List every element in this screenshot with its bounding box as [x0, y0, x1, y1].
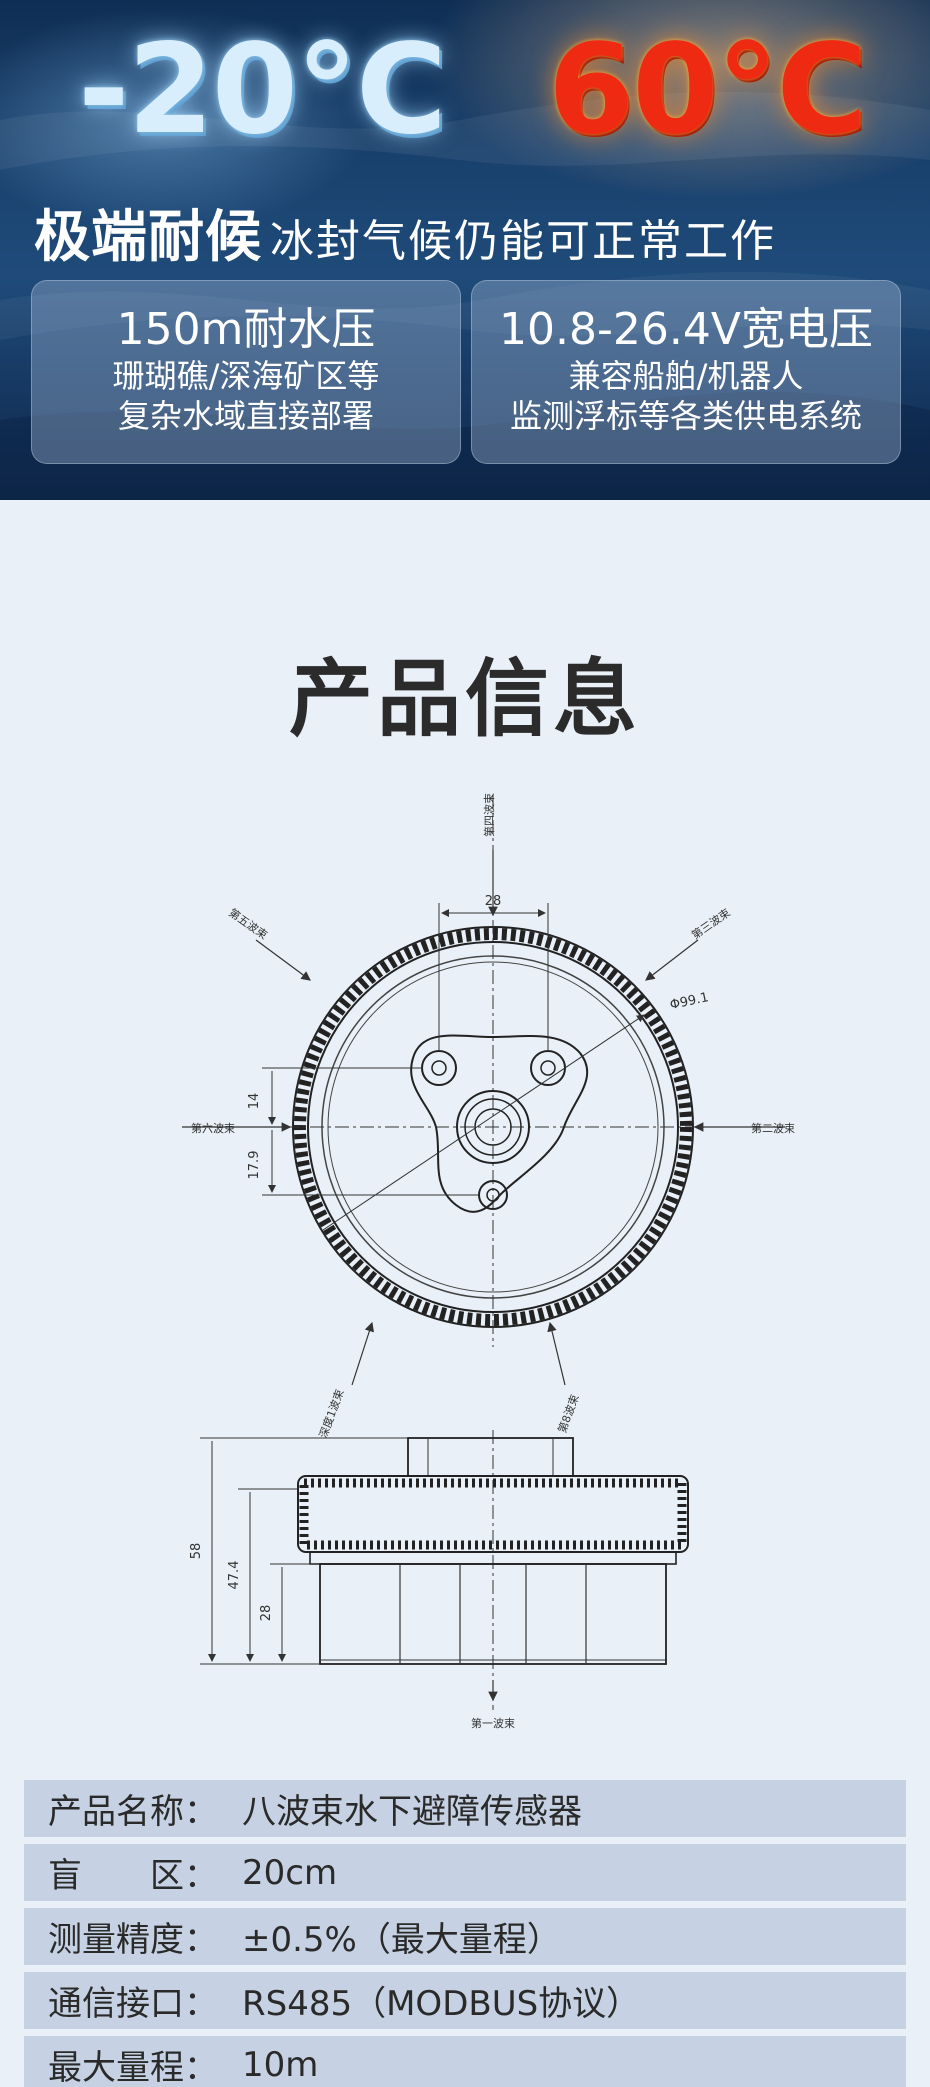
- spec-value: RS485（MODBUS协议）: [242, 1984, 641, 2024]
- spec-row-product-name: 产品名称： 八波束水下避障传感器: [24, 1780, 906, 1837]
- card-title: 150m耐水压: [116, 304, 376, 355]
- spec-value: 八波束水下避障传感器: [242, 1792, 582, 1832]
- spec-table: 产品名称： 八波束水下避障传感器 盲 区： 20cm 测量精度： ±0.5%（最…: [24, 1780, 906, 2087]
- spec-row-interface: 通信接口： RS485（MODBUS协议）: [24, 1972, 906, 2029]
- water-pressure-card: 150m耐水压 珊瑚礁/深海矿区等 复杂水域直接部署: [31, 280, 461, 464]
- high-temperature-text: 60°C: [548, 18, 868, 162]
- dim-28-label: 28: [259, 1605, 274, 1622]
- headline-strong: 极端耐候: [34, 205, 262, 270]
- card-line: 复杂水域直接部署: [117, 396, 374, 435]
- spec-label: 测量精度：: [48, 1920, 218, 1960]
- spec-row-max-range: 最大量程： 10m: [24, 2036, 906, 2087]
- knurled-body: [299, 1478, 687, 1550]
- card-line: 珊瑚礁/深海矿区等: [112, 356, 380, 395]
- spec-label: 最大量程：: [48, 2048, 218, 2087]
- dim-58-label: 58: [189, 1543, 204, 1560]
- weather-headline: 极端耐候冰封气候仍能可正常工作: [34, 192, 776, 273]
- beam-label-1: 第一波束: [471, 1716, 515, 1730]
- dim-diameter-label: Φ99.1: [669, 990, 710, 1013]
- spec-value: 10m: [242, 2044, 319, 2085]
- beam-label-2: 第二波束: [751, 1121, 795, 1135]
- headline-weak: 冰封气候仍能可正常工作: [270, 216, 776, 267]
- dim-47-4-label: 47.4: [227, 1561, 242, 1590]
- spec-label: 通信接口：: [48, 1984, 218, 2024]
- beam-label-6: 第六波束: [191, 1121, 235, 1135]
- spec-row-blind-zone: 盲 区： 20cm: [24, 1844, 906, 1901]
- section-title: 产品信息: [288, 650, 641, 748]
- ocean-background: [0, 91, 930, 500]
- hero-banner: -20°C 60°C 极端耐候冰封气候仍能可正常工作 150m耐水压 珊瑚礁/深…: [0, 0, 930, 500]
- beam-label-8: 第8波束: [555, 1392, 582, 1434]
- spec-label: 产品名称：: [48, 1792, 218, 1832]
- card-line: 兼容船舶/机器人: [568, 356, 804, 395]
- dim-17-9-label: 17.9: [247, 1151, 262, 1180]
- card-title: 10.8-26.4V宽电压: [499, 304, 873, 355]
- side-view: 58 47.4 28 第一波束: [189, 1430, 689, 1730]
- spec-value: ±0.5%（最大量程）: [242, 1920, 561, 1960]
- low-temperature-text: -20°C: [78, 18, 447, 162]
- top-view: 28 Φ99.1 14 17.9 第四波束 第六波束 第二波束 第五波束 第三波…: [182, 793, 795, 1440]
- technical-drawing: 28 Φ99.1 14 17.9 第四波束 第六波束 第二波束 第五波束 第三波…: [182, 793, 795, 1730]
- beam-label-4: 第四波束: [482, 793, 496, 837]
- spec-row-accuracy: 测量精度： ±0.5%（最大量程）: [24, 1908, 906, 1965]
- voltage-card: 10.8-26.4V宽电压 兼容船舶/机器人 监测浮标等各类供电系统: [471, 280, 901, 464]
- dim-14-label: 14: [247, 1093, 262, 1110]
- spec-label: 盲 区：: [48, 1856, 218, 1896]
- beam-label-7: 深度1波束: [316, 1387, 347, 1440]
- card-line: 监测浮标等各类供电系统: [509, 396, 862, 435]
- mounting-plate: [410, 1034, 589, 1213]
- beam-label-5: 第五波束: [226, 905, 270, 942]
- spec-value: 20cm: [242, 1852, 338, 1893]
- beam-label-3: 第三波束: [689, 905, 733, 942]
